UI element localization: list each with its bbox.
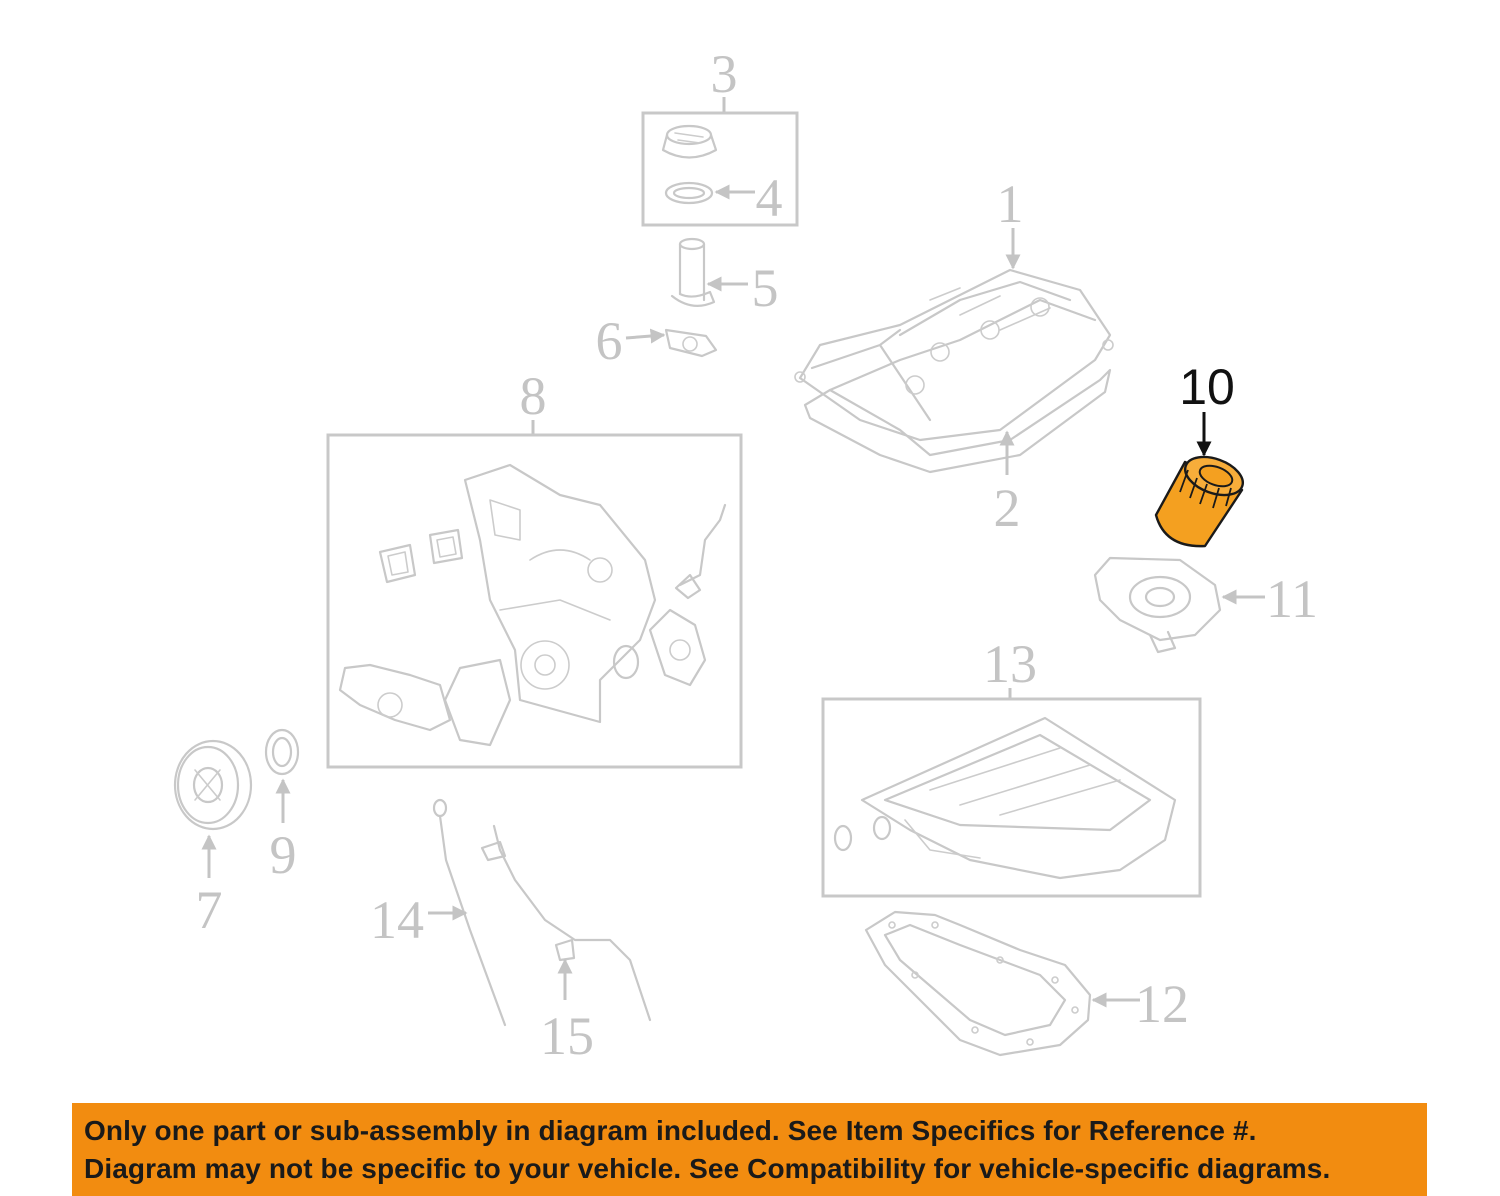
part-15-dipstick-guide-group: 15 (480, 824, 652, 1066)
timing-cover-icon (463, 463, 657, 724)
oil-filter-icon (1154, 455, 1244, 548)
pipe-gasket-icon (664, 328, 718, 358)
callout-2: 2 (994, 478, 1021, 538)
oil-pump-cover-icon (612, 608, 707, 687)
callout-12: 12 (1135, 974, 1189, 1034)
part-9-seal-group: 9 (264, 728, 300, 885)
callout-10: 10 (1179, 359, 1235, 415)
disclaimer-banner: Only one part or sub-assembly in diagram… (72, 1103, 1427, 1196)
part-7-crank-pulley-group: 7 (173, 739, 253, 940)
oil-filler-cap-icon (661, 124, 718, 159)
callout-8: 8 (520, 366, 547, 426)
dipstick-icon (432, 798, 507, 1027)
part-14-dipstick-group: 14 (370, 798, 507, 1027)
part-11-filter-housing-group: 11 (1093, 556, 1318, 654)
sensor-wire-icon (674, 503, 727, 600)
callout-15: 15 (540, 1006, 594, 1066)
callout-5: 5 (752, 258, 779, 318)
lower-oil-pan-icon (864, 910, 1092, 1057)
crank-pulley-icon (173, 739, 253, 831)
callout-6: 6 (596, 311, 623, 371)
callout-13: 13 (983, 634, 1037, 694)
part-1-valve-cover-group: 1 2 (794, 174, 1114, 538)
callout-11: 11 (1266, 569, 1318, 629)
callout-7: 7 (196, 880, 223, 940)
disclaimer-line-2: Diagram may not be specific to your vehi… (84, 1153, 1331, 1184)
disclaimer-line-1: Only one part or sub-assembly in diagram… (84, 1115, 1257, 1146)
dipstick-guide-icon (480, 824, 652, 1022)
upper-oil-pan-icon (833, 716, 1177, 880)
filler-pipe-icon (670, 237, 716, 307)
part-3-oil-filler-cap-group: 3 4 (641, 44, 799, 228)
callout-9: 9 (270, 825, 297, 885)
part-3-box (641, 111, 799, 227)
oil-seal-icon (264, 728, 300, 776)
filter-housing-icon (1093, 556, 1222, 654)
part-13-box (821, 697, 1202, 898)
part-12-lower-oil-pan-group: 12 (864, 910, 1189, 1057)
callout-14: 14 (370, 890, 424, 950)
water-pump-icon (338, 658, 512, 747)
part-13-upper-oil-pan-group: 13 (821, 634, 1202, 898)
part-8-box (326, 433, 743, 769)
gasket-square-icons (378, 528, 464, 584)
part-10-oil-filter-group: 10 (1154, 359, 1244, 548)
part-8-timing-cover-group: 8 (326, 366, 743, 769)
callout-4: 4 (756, 168, 783, 228)
part-5-filler-pipe-group: 5 6 (596, 237, 779, 371)
callout-1: 1 (997, 174, 1024, 234)
callout-3: 3 (711, 44, 738, 104)
gasket-ring-icon (664, 181, 714, 205)
valve-cover-icon (794, 268, 1114, 442)
valve-cover-gasket-icon (803, 368, 1112, 474)
